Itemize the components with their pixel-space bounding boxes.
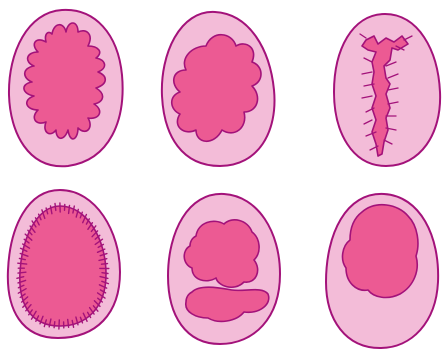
cell-eccentric-nucleus [326, 194, 438, 348]
fringe-hair [55, 204, 56, 211]
cell-fragmented-nucleus [168, 194, 280, 344]
fringe-hair [102, 273, 108, 274]
cell-spiny-strip-nucleus [334, 14, 440, 166]
fringe-hair [54, 322, 55, 328]
fringe-hair [102, 264, 108, 265]
fringe-hair [68, 319, 69, 327]
cell-lobulated-nucleus [9, 10, 123, 166]
fringe-hair [18, 272, 26, 273]
fringe-hair [18, 263, 27, 264]
fringe-hair [69, 205, 70, 213]
